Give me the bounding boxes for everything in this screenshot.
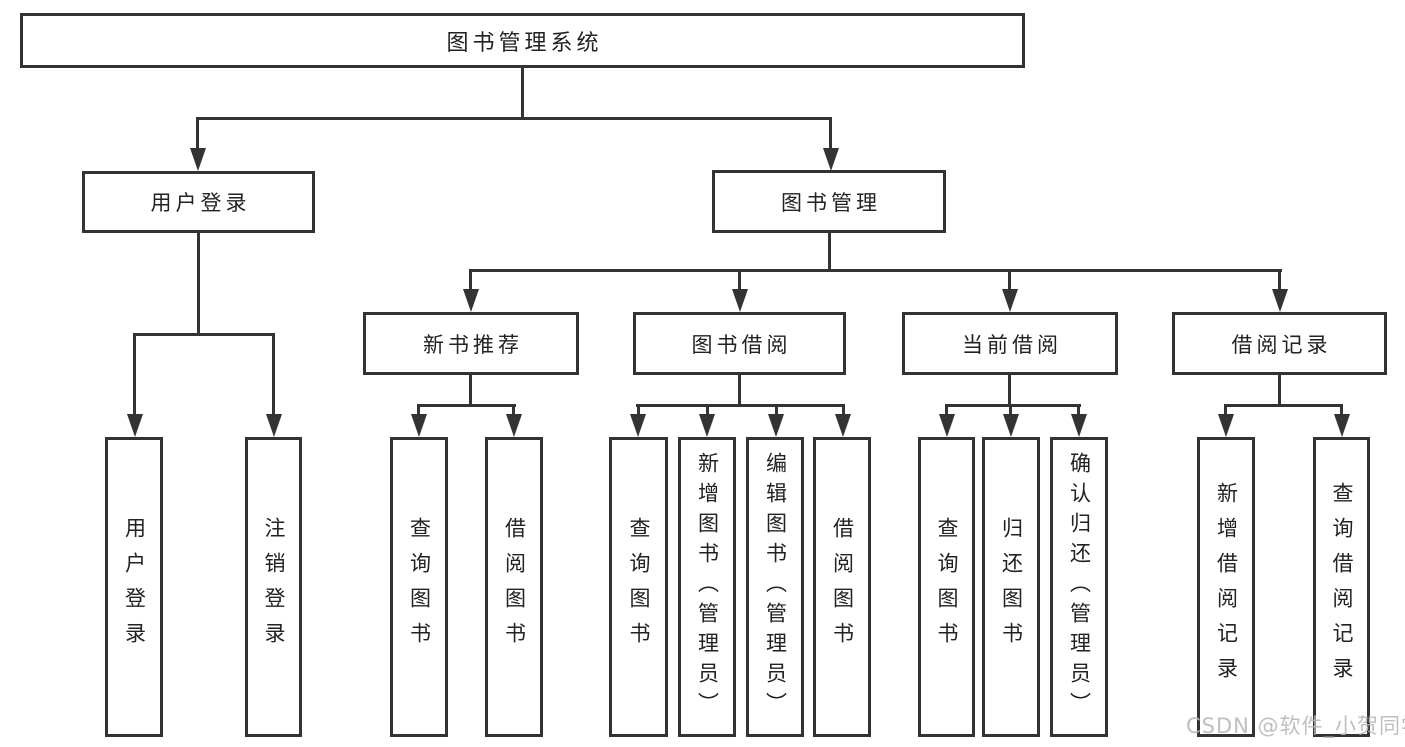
connector-line — [417, 404, 420, 416]
connector-line — [417, 404, 516, 407]
node-label: 借阅记录 — [1231, 332, 1332, 357]
node-label: 借阅图书 — [502, 517, 527, 657]
arrow-down-icon — [1218, 414, 1234, 437]
connector-line — [1009, 404, 1012, 416]
node-label: 注销登录 — [262, 517, 286, 657]
connector-line — [469, 373, 472, 406]
leaf-logout: 注销登录 — [245, 437, 302, 737]
leaf-borrow-books-borrow: 借阅图书 — [813, 437, 871, 737]
node-book-management: 图书管理 — [712, 170, 946, 233]
connector-line — [512, 404, 515, 416]
connector-line — [1278, 269, 1281, 290]
node-label: 查询图书 — [627, 517, 651, 657]
leaf-add-borrow-record: 新增借阅记录 — [1197, 437, 1255, 737]
connector-line — [196, 117, 199, 151]
arrow-down-icon — [768, 414, 784, 437]
node-new-book-recommend: 新书推荐 — [363, 312, 579, 375]
node-borrow-records: 借阅记录 — [1172, 312, 1387, 375]
leaf-edit-book-admin: 编辑图书（管理员） — [746, 437, 804, 737]
connector-line — [521, 66, 524, 120]
node-label: 查询图书 — [935, 517, 959, 657]
connector-line — [469, 269, 472, 290]
node-current-borrow: 当前借阅 — [902, 312, 1118, 375]
arrow-down-icon — [190, 148, 206, 171]
connector-line — [1008, 269, 1011, 290]
connector-line — [636, 404, 845, 407]
node-label: 借阅图书 — [830, 517, 855, 657]
leaf-query-books-current: 查询图书 — [918, 437, 975, 737]
arrow-down-icon — [1334, 414, 1350, 437]
connector-line — [828, 231, 831, 272]
connector-line — [775, 404, 778, 416]
leaf-return-book: 归还图书 — [982, 437, 1040, 737]
leaf-borrow-books-recommend: 借阅图书 — [485, 437, 543, 737]
leaf-query-books-borrow: 查询图书 — [609, 437, 668, 737]
connector-line — [945, 404, 1081, 407]
node-label: 查询借阅记录 — [1330, 482, 1354, 692]
arrow-down-icon — [699, 414, 715, 437]
connector-line — [1224, 404, 1343, 407]
arrow-down-icon — [463, 289, 479, 312]
node-label: 当前借阅 — [962, 332, 1062, 357]
arrow-down-icon — [939, 414, 955, 437]
connector-line — [1008, 373, 1011, 406]
connector-line — [1340, 404, 1343, 416]
connector-line — [469, 269, 1282, 272]
node-label: 图书管理系统 — [446, 30, 603, 56]
arrow-down-icon — [835, 414, 851, 437]
node-library-management-system: 图书管理系统 — [20, 13, 1025, 68]
leaf-query-borrow-record: 查询借阅记录 — [1313, 437, 1370, 737]
leaf-query-books-recommend: 查询图书 — [390, 437, 448, 737]
node-label: 归还图书 — [999, 517, 1024, 657]
node-label: 新书推荐 — [423, 332, 523, 357]
connector-line — [738, 269, 741, 290]
connector-line — [945, 404, 948, 416]
connector-line — [842, 404, 845, 416]
connector-line — [1278, 373, 1281, 406]
arrow-down-icon — [630, 414, 646, 437]
connector-line — [706, 404, 709, 416]
connector-line — [637, 404, 640, 416]
arrow-down-icon — [1272, 289, 1288, 312]
arrow-down-icon — [266, 414, 282, 437]
node-book-borrow: 图书借阅 — [633, 312, 846, 375]
connector-line — [738, 373, 741, 406]
arrow-down-icon — [1071, 414, 1087, 437]
arrow-down-icon — [1003, 414, 1019, 437]
arrow-down-icon — [1002, 289, 1018, 312]
node-label: 确认归还（管理员） — [1067, 452, 1092, 722]
connector-line — [272, 333, 275, 415]
node-label: 用户登录 — [122, 517, 147, 657]
node-label: 用户登录 — [150, 191, 251, 215]
arrow-down-icon — [127, 414, 143, 437]
watermark: CSDN @软件_小贺同学 — [1186, 714, 1405, 738]
arrow-down-icon — [823, 148, 839, 171]
connector-line — [133, 333, 275, 336]
connector-line — [829, 117, 832, 151]
arrow-down-icon — [506, 414, 522, 437]
node-label: 编辑图书（管理员） — [763, 452, 788, 722]
connector-line — [1224, 404, 1227, 416]
connector-line — [133, 333, 136, 415]
arrow-down-icon — [411, 414, 427, 437]
node-label: 新增借阅记录 — [1214, 482, 1239, 692]
node-label: 图书管理 — [781, 190, 881, 215]
arrow-down-icon — [732, 289, 748, 312]
node-label: 查询图书 — [407, 517, 432, 657]
leaf-add-book-admin: 新增图书（管理员） — [678, 437, 736, 737]
node-user-login: 用户登录 — [82, 171, 315, 233]
node-label: 图书借阅 — [691, 332, 792, 357]
connector-line — [196, 117, 832, 120]
connector-line — [1077, 404, 1080, 416]
leaf-user-login: 用户登录 — [105, 437, 163, 737]
leaf-confirm-return-admin: 确认归还（管理员） — [1050, 437, 1108, 737]
node-label: 新增图书（管理员） — [695, 452, 720, 722]
connector-line — [197, 231, 200, 335]
